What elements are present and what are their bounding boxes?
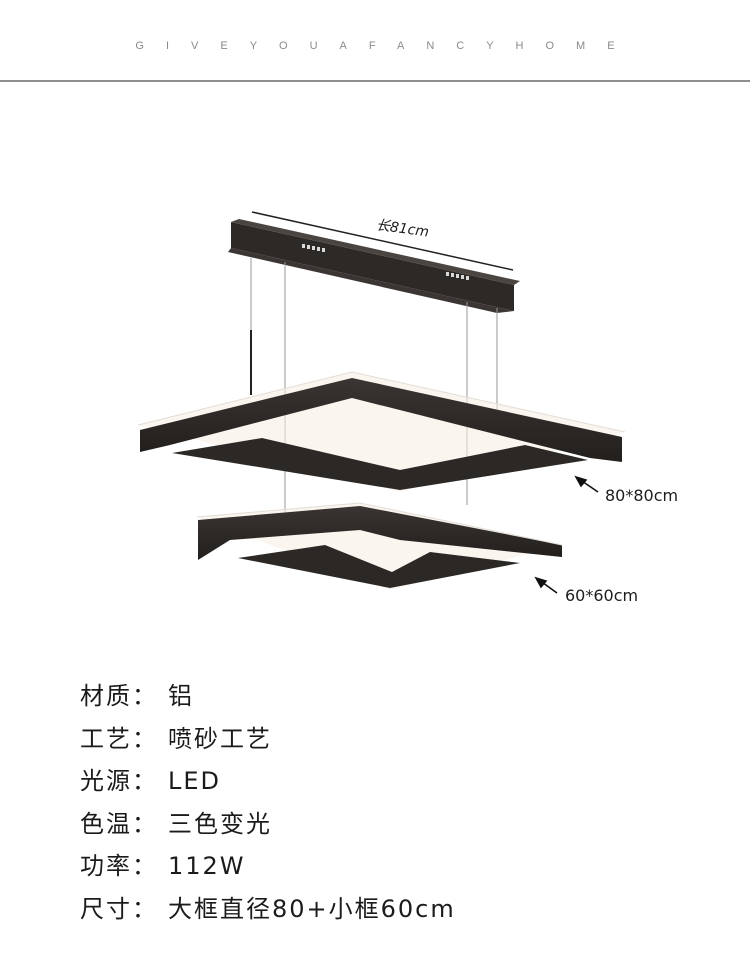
header-divider bbox=[0, 80, 750, 82]
canopy-dimension-line bbox=[251, 211, 514, 271]
spec-light-source: 光源： LED bbox=[80, 762, 456, 805]
spec-power: 功率： 112W bbox=[80, 847, 456, 890]
spec-label: 尺寸： bbox=[80, 894, 158, 923]
canopy-bar bbox=[228, 219, 520, 313]
spec-label: 色温： bbox=[80, 809, 158, 838]
spec-value: 三色变光 bbox=[168, 809, 272, 838]
spec-color-temp: 色温： 三色变光 bbox=[80, 805, 456, 848]
small-frame-size-label: 60*60cm bbox=[565, 586, 639, 605]
spec-label: 材质： bbox=[80, 682, 158, 710]
spec-value: 铝 bbox=[168, 682, 194, 710]
large-frame bbox=[137, 371, 626, 492]
large-frame-size-label: 80*80cm bbox=[605, 486, 679, 505]
spec-process: 工艺： 喷砂工艺 bbox=[80, 720, 456, 763]
spec-value: 喷砂工艺 bbox=[168, 724, 272, 753]
spec-value: LED bbox=[168, 767, 222, 795]
spec-label: 功率： bbox=[80, 852, 158, 880]
spec-value: 大框直径80+小框60cm bbox=[168, 894, 456, 923]
chandelier-illustration bbox=[137, 211, 626, 594]
spec-list: 材质： 铝 工艺： 喷砂工艺 光源： LED 色温： 三色变光 功率： 112W 尺寸： 大… bbox=[80, 677, 456, 932]
spec-material: 材质： 铝 bbox=[80, 677, 456, 720]
brand-slogan: GIVEYOUAFANCYHOME bbox=[135, 40, 637, 52]
spec-value: 112W bbox=[168, 852, 246, 880]
small-frame bbox=[196, 502, 563, 590]
spec-label: 工艺： bbox=[80, 724, 158, 753]
dimension-arrows bbox=[534, 475, 599, 594]
spec-label: 光源： bbox=[80, 767, 158, 795]
spec-size: 尺寸： 大框直径80+小框60cm bbox=[80, 890, 456, 933]
